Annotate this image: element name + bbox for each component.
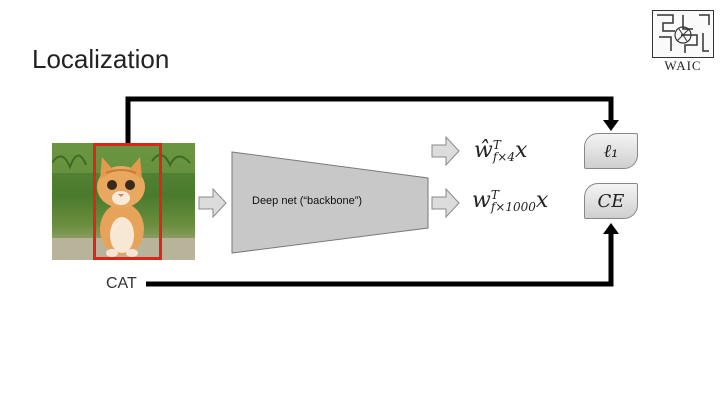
bbox-weight-subscript: f×4 <box>493 151 515 163</box>
class-target-line <box>146 232 611 284</box>
head-arrow-bbox <box>432 137 459 165</box>
class-label: CAT <box>106 275 137 293</box>
backbone-label: Deep net (“backbone”) <box>252 195 362 207</box>
l1-loss-box: ℓ₁ <box>584 133 638 169</box>
bbox-weight-symbol: ŵ <box>474 138 493 163</box>
bbox-target-arrowhead <box>603 120 619 131</box>
bbox-target-line <box>128 99 611 143</box>
class-weight-subscript: f×1000 <box>491 201 536 213</box>
class-target-arrowhead <box>603 223 619 234</box>
ce-loss-box: CE <box>584 183 638 219</box>
input-block-arrow <box>199 189 226 217</box>
bbox-input-symbol: x <box>515 138 527 163</box>
bounding-box <box>93 143 162 260</box>
class-input-symbol: x <box>536 188 548 213</box>
class-weight-symbol: w <box>472 188 491 213</box>
head-arrow-class <box>432 189 459 217</box>
